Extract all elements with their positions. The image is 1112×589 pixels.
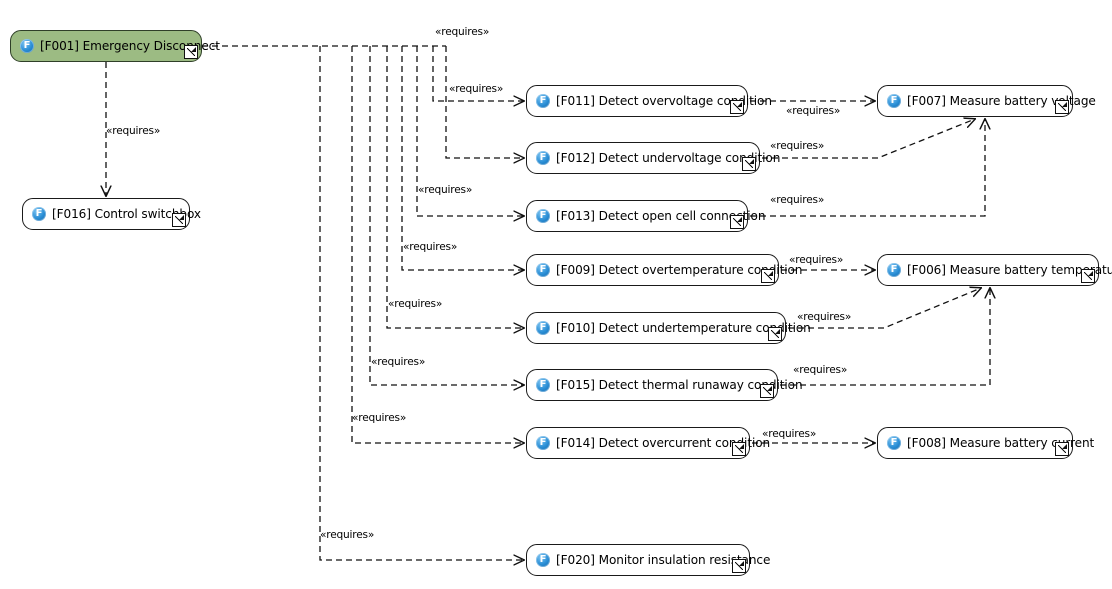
node-f011[interactable]: [F011] Detect overvoltage condition <box>526 85 772 117</box>
node-f015[interactable]: [F015] Detect thermal runaway condition <box>526 369 803 401</box>
function-icon <box>536 150 550 165</box>
node-f001[interactable]: [F001] Emergency Disconnect <box>10 30 220 62</box>
open-element-icon[interactable] <box>1055 100 1069 114</box>
node-label: [F014] Detect overcurrent condition <box>556 436 771 450</box>
edge-label-f011-f007: «requires» <box>786 105 841 117</box>
open-element-icon[interactable] <box>184 45 198 59</box>
node-f016[interactable]: [F016] Control switchbox <box>22 198 201 230</box>
function-icon <box>536 93 550 108</box>
function-icon <box>536 262 550 277</box>
function-icon <box>536 435 550 450</box>
trunk-f014 <box>351 46 524 443</box>
edge-label-f001-f014: «requires» <box>352 412 407 424</box>
node-label: [F020] Monitor insulation resistance <box>556 553 771 567</box>
edge-f015-f006 <box>780 288 990 386</box>
open-element-icon[interactable] <box>1081 269 1095 283</box>
node-f012[interactable]: [F012] Detect undervoltage condition <box>526 142 780 174</box>
trunk-f009 <box>401 46 524 270</box>
edge-f012-f007 <box>762 119 975 159</box>
open-element-icon[interactable] <box>732 559 746 573</box>
node-label: [F013] Detect open cell connection <box>556 209 766 223</box>
node-label: [F001] Emergency Disconnect <box>40 39 220 53</box>
edge-label-f001-f020: «requires» <box>320 529 375 541</box>
function-icon <box>32 206 46 221</box>
trunk-f011 <box>432 46 524 101</box>
trunk-f010 <box>386 46 524 328</box>
node-label: [F011] Detect overvoltage condition <box>556 94 772 108</box>
open-element-icon[interactable] <box>172 213 186 227</box>
open-element-icon[interactable] <box>761 269 775 283</box>
node-f006[interactable]: [F006] Measure battery temperature <box>877 254 1112 286</box>
node-label: [F015] Detect thermal runaway condition <box>556 378 803 392</box>
function-icon <box>887 262 901 277</box>
edge-label-f015-f006: «requires» <box>793 364 848 376</box>
node-label: [F007] Measure battery voltage <box>907 94 1096 108</box>
trunk-f015 <box>369 46 524 385</box>
edge-label-f001-f013: «requires» <box>418 184 473 196</box>
node-f007[interactable]: [F007] Measure battery voltage <box>877 85 1096 117</box>
function-icon <box>536 377 550 392</box>
open-element-icon[interactable] <box>768 327 782 341</box>
node-f020[interactable]: [F020] Monitor insulation resistance <box>526 544 770 576</box>
node-label: [F012] Detect undervoltage condition <box>556 151 781 165</box>
edge-label-f009-f006: «requires» <box>789 254 844 266</box>
open-element-icon[interactable] <box>730 100 744 114</box>
open-element-icon[interactable] <box>760 384 774 398</box>
node-f013[interactable]: [F013] Detect open cell connection <box>526 200 766 232</box>
node-f009[interactable]: [F009] Detect overtemperature condition <box>526 254 802 286</box>
edge-label-f001-f015: «requires» <box>371 356 426 368</box>
edge-f010-f006 <box>788 288 981 329</box>
trunk-f020 <box>319 46 524 560</box>
node-f010[interactable]: [F010] Detect undertemperature condition <box>526 312 811 344</box>
function-icon <box>536 208 550 223</box>
function-icon <box>887 435 901 450</box>
function-icon <box>536 552 550 567</box>
function-icon <box>887 93 901 108</box>
node-label: [F010] Detect undertemperature condition <box>556 321 811 335</box>
function-icon <box>536 320 550 335</box>
edge-label-f001-f012: «requires» <box>435 26 490 38</box>
node-f008[interactable]: [F008] Measure battery current <box>877 427 1094 459</box>
function-icon <box>20 38 34 53</box>
node-label: [F006] Measure battery temperature <box>907 263 1112 277</box>
node-label: [F016] Control switchbox <box>52 207 201 221</box>
edge-label-f013-f007: «requires» <box>770 194 825 206</box>
open-element-icon[interactable] <box>730 215 744 229</box>
edge-label-f001-f009: «requires» <box>403 241 458 253</box>
node-f014[interactable]: [F014] Detect overcurrent condition <box>526 427 770 459</box>
open-element-icon[interactable] <box>1055 442 1069 456</box>
edge-label-f001-f016: «requires» <box>106 125 161 137</box>
edge-label-f001-f010: «requires» <box>388 298 443 310</box>
edge-label-f014-f008: «requires» <box>762 428 817 440</box>
node-label: [F009] Detect overtemperature condition <box>556 263 803 277</box>
edge-f013-f007 <box>750 119 985 217</box>
edge-label-f001-f011: «requires» <box>449 83 504 95</box>
open-element-icon[interactable] <box>732 442 746 456</box>
edge-label-f012-f007: «requires» <box>770 140 825 152</box>
open-element-icon[interactable] <box>742 157 756 171</box>
trunk-f013 <box>416 46 524 216</box>
node-label: [F008] Measure battery current <box>907 436 1095 450</box>
trunk-f012 <box>445 46 524 158</box>
edge-label-f010-f006: «requires» <box>797 311 852 323</box>
